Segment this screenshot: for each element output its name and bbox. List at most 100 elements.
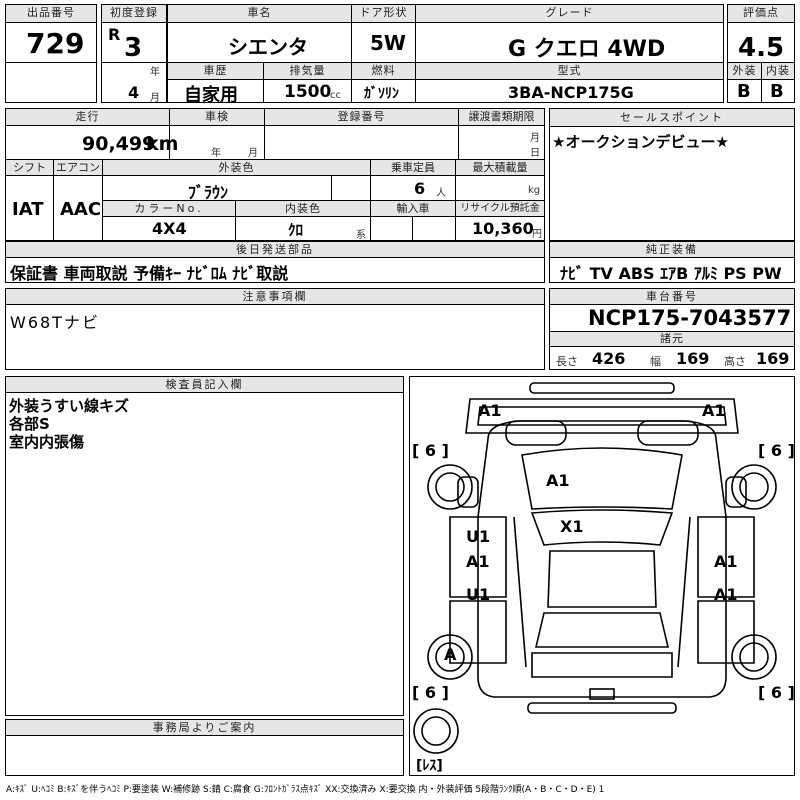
- recycle-unit: 円: [532, 229, 542, 240]
- shift: IAT: [12, 199, 44, 220]
- notes-label: 注意事項欄: [6, 289, 544, 305]
- transfer-day-unit: 日: [530, 148, 540, 159]
- displacement-unit: cc: [330, 90, 341, 101]
- color-no: 4X4: [152, 219, 187, 238]
- reg-no-label: 登録番号: [265, 109, 458, 126]
- genuine-equipment-label: 純正装備: [550, 242, 794, 258]
- chassis-number: NCP175-7043577: [588, 306, 792, 330]
- mark-left-front-door-a: A1: [466, 552, 490, 571]
- int-color: ｸﾛ: [288, 221, 304, 239]
- model-code: 3BA-NCP175G: [508, 83, 634, 102]
- transfer-month-unit: 月: [530, 133, 540, 144]
- sales-point-label: セールスポイント: [550, 109, 794, 127]
- inspector-line-2: 各部S: [9, 415, 50, 433]
- transfer-due-label: 譲渡書類期限: [459, 109, 544, 126]
- score: 4.5: [738, 33, 785, 63]
- int-color-label: 内装色: [236, 201, 370, 217]
- year-unit: 年: [150, 67, 160, 78]
- capacity: 6: [414, 179, 426, 198]
- first-registration-label: 初度登録: [102, 5, 166, 23]
- fuel: ｶﾞｿﾘﾝ: [364, 86, 399, 102]
- car-name-label: 車名: [168, 5, 351, 23]
- inspection-year-unit: 年: [211, 148, 221, 159]
- later-parts-label: 後日発送部品: [6, 242, 544, 258]
- history-label: 車歴: [168, 63, 263, 80]
- inspector-box: 検査員記入欄 外装うすい線キズ 各部S 室内内張傷: [5, 376, 404, 716]
- mark-front-left: A1: [478, 401, 502, 420]
- inspector-label: 検査員記入欄: [6, 377, 403, 393]
- mark-left-rear-door: U1: [466, 585, 491, 604]
- car-name: シエンタ: [228, 35, 308, 59]
- sales-point: ★オークションデビュー★: [552, 133, 729, 151]
- shift-label: シフト: [6, 160, 53, 176]
- era: R: [108, 25, 121, 44]
- max-load-label: 最大積載量: [456, 160, 544, 176]
- later-parts: 保証書 車両取説 予備ｷｰ ﾅﾋﾞﾛﾑ ﾅﾋﾞ取説: [10, 264, 289, 283]
- height-label: 高さ: [724, 355, 746, 368]
- exterior-label: 外装: [728, 63, 761, 80]
- height: 169: [756, 349, 790, 368]
- sales-point-box: セールスポイント ★オークションデビュー★: [549, 108, 795, 241]
- capacity-unit: 人: [436, 188, 446, 199]
- first-registration-box: 初度登録 R 3 年 4 月: [101, 4, 167, 104]
- lot-number: 729: [26, 27, 85, 60]
- inspection-label: 車検: [170, 109, 264, 126]
- score-label: 評価点: [728, 5, 794, 23]
- specs-label: 諸元: [550, 332, 794, 347]
- tire-front-left: [ 6 ]: [412, 441, 449, 460]
- recycle-label: リサイクル預託金: [456, 201, 544, 217]
- reg-year: 3: [124, 33, 143, 63]
- damage-diagram: A1 A1 A1 X1 U1 A1 U1 A1 A1 A [ 6 ] [ 6 ]…: [409, 376, 795, 776]
- mark-right-front-door: A1: [714, 552, 738, 571]
- import-label: 輸入車: [371, 201, 455, 217]
- int-color-unit: 系: [356, 230, 366, 241]
- ext-color-label: 外装色: [103, 160, 370, 176]
- capacity-label: 乗車定員: [371, 160, 455, 176]
- inspector-line-1: 外装うすい線キズ: [9, 397, 130, 415]
- mark-front-right: A1: [702, 401, 726, 420]
- score-box: 評価点 4.5 外装 内装 B B: [727, 4, 795, 103]
- grade: G クエロ 4WD: [508, 37, 666, 62]
- door-label: ドア形状: [352, 5, 415, 23]
- recycle-fee: 10,360: [472, 219, 534, 238]
- chassis-label: 車台番号: [550, 289, 794, 305]
- displacement: 1500: [284, 82, 332, 102]
- chassis-box: 車台番号 NCP175-7043577 諸元 長さ 426 幅 169 高さ 1…: [549, 288, 795, 370]
- aircon-label: エアコン: [54, 160, 102, 176]
- max-load-unit: kg: [528, 185, 541, 196]
- width-label: 幅: [650, 355, 661, 368]
- interior-grade: B: [770, 81, 784, 102]
- mark-right-rear-door: A1: [714, 585, 738, 604]
- mark-left-front-door-u: U1: [466, 527, 491, 546]
- lot-number-label: 出品番号: [6, 5, 96, 23]
- length: 426: [592, 349, 626, 368]
- reg-month: 4: [128, 83, 140, 102]
- history: 自家用: [184, 85, 238, 106]
- fuel-label: 燃料: [352, 63, 415, 80]
- tire-front-right: [ 6 ]: [758, 441, 795, 460]
- width: 169: [676, 349, 710, 368]
- tire-rear-right: [ 6 ]: [758, 683, 795, 702]
- notes: W68Tナビ: [10, 313, 100, 332]
- notes-box: 注意事項欄 W68Tナビ: [5, 288, 545, 370]
- main-info-box: 車名 ドア形状 グレード シエンタ 5W G クエロ 4WD 車歴 排気量 燃料…: [167, 4, 724, 106]
- mark-hood: A1: [546, 471, 570, 490]
- mileage-label: 走行: [6, 109, 169, 126]
- displacement-label: 排気量: [264, 63, 351, 80]
- month-unit: 月: [150, 93, 160, 104]
- door-type: 5W: [370, 31, 406, 55]
- length-label: 長さ: [556, 355, 578, 368]
- model-code-label: 型式: [416, 63, 723, 80]
- mileage: 90,499: [82, 133, 156, 155]
- aircon: AAC: [60, 199, 102, 220]
- ext-color: ﾌﾞﾗｳﾝ: [188, 183, 229, 202]
- genuine-equipment-box: 純正装備 ﾅﾋﾞ TV ABS ｴｱB ｱﾙﾐ PS PW: [549, 241, 795, 283]
- office-label: 事務局よりご案内: [6, 720, 403, 736]
- grade-label: グレード: [416, 5, 723, 23]
- lot-number-box: 出品番号 729: [5, 4, 97, 103]
- inspector-line-3: 室内内張傷: [9, 433, 85, 451]
- exterior-grade: B: [737, 81, 751, 102]
- mileage-unit: km: [146, 133, 179, 155]
- detail-box: 走行 車検 登録番号 譲渡書類期限 90,499 km 年 月 月 日 シフト …: [5, 108, 545, 241]
